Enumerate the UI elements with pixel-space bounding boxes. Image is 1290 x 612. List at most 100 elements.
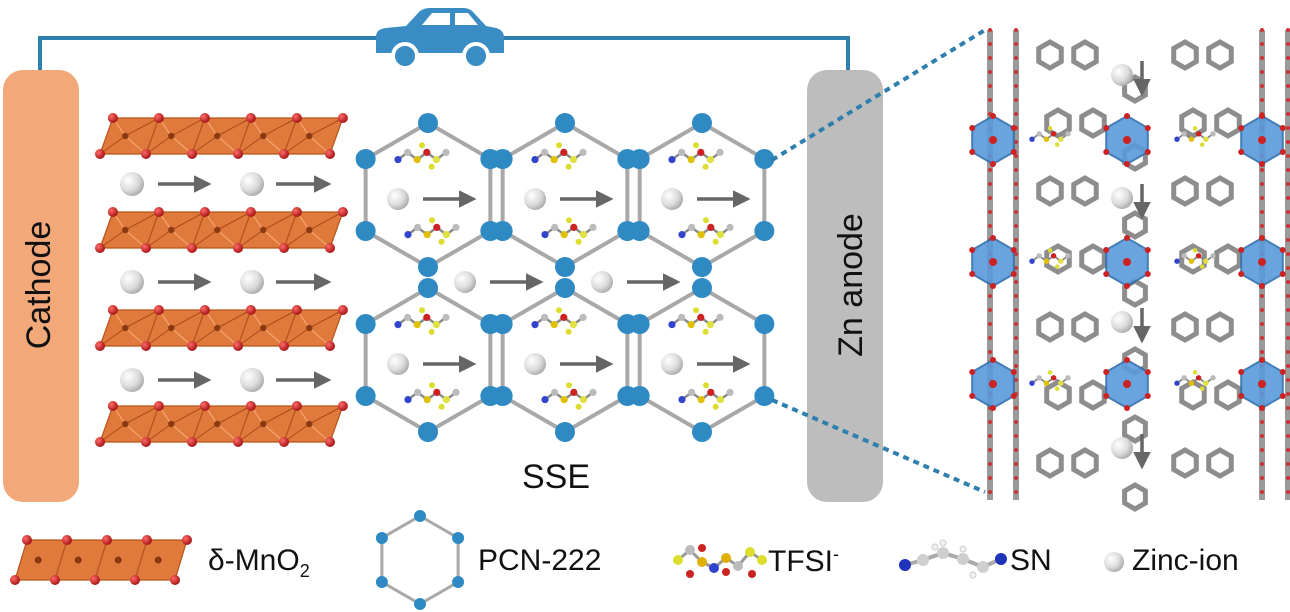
zinc-ion: [1111, 64, 1133, 86]
zr-node: [492, 386, 513, 406]
zinc-ion: [661, 353, 683, 375]
porphyrin-linker: [1079, 243, 1107, 275]
cathode-zinc-ions: [120, 172, 332, 392]
tfsi-molecule-icon: [673, 544, 767, 578]
zinc-ion: [1111, 437, 1133, 459]
porphyrin-linker: [1214, 379, 1242, 411]
pcn-222-pore: [500, 285, 630, 435]
zinc-ion: [524, 353, 546, 375]
zinc-ion: [387, 188, 409, 210]
zr-node: [754, 221, 775, 241]
zoom-line-bottom: [771, 398, 986, 494]
zr-oxo-cluster: [1103, 113, 1151, 167]
porphyrin-linker: [1179, 107, 1207, 139]
zr-node: [692, 278, 712, 298]
legend: [10, 510, 1124, 610]
zinc-ion: [1111, 187, 1133, 209]
pcn-222-pore: [637, 120, 767, 270]
porphyrin-linker: [1036, 175, 1064, 207]
tfsi-sn-molecule: [668, 142, 724, 170]
zinc-ion: [120, 368, 144, 392]
zr-node: [754, 314, 775, 334]
porphyrin-linker: [1179, 243, 1207, 275]
porphyrin-linker: [1122, 414, 1148, 444]
zr-oxo-cluster: [1238, 235, 1286, 289]
zinc-ion: [661, 188, 683, 210]
legend-label-sn: SN: [1010, 544, 1052, 577]
porphyrin-linker: [1171, 311, 1199, 343]
zr-node: [754, 149, 775, 169]
porphyrin-linker: [1036, 311, 1064, 343]
tfsi-sn-molecule: [394, 142, 450, 170]
porphyrin-linker: [1214, 243, 1242, 275]
mno2-octahedra-icon: [10, 535, 192, 585]
tfsi-sn-molecule: [1174, 126, 1216, 147]
pcn-222-framework: [355, 113, 775, 442]
zr-node: [492, 221, 513, 241]
legend-label-zinc-ion: Zinc-ion: [1132, 544, 1239, 577]
zr-oxo-cluster: [969, 357, 1017, 411]
zinc-ion: [524, 188, 546, 210]
pcn-222-pore: [363, 285, 493, 435]
zr-node: [555, 278, 575, 298]
pcn-222-pore: [637, 285, 767, 435]
legend-label-pcn222: PCN-222: [478, 544, 602, 577]
porphyrin-linker: [1079, 379, 1107, 411]
zinc-ion: [387, 353, 409, 375]
zr-oxo-cluster: [1103, 357, 1151, 411]
zr-node: [629, 221, 650, 241]
tfsi-sn-molecule: [1029, 126, 1071, 147]
zinc-ion: [240, 270, 264, 294]
zr-node: [355, 149, 376, 169]
sse-label: SSE: [522, 458, 591, 496]
porphyrin-linker: [1071, 39, 1099, 71]
zinc-ion: [240, 368, 264, 392]
tfsi-sn-molecule: [541, 382, 597, 410]
porphyrin-linker: [1171, 39, 1199, 71]
tfsi-sn-molecule: [1029, 248, 1071, 269]
porphyrin-linker: [1171, 175, 1199, 207]
legend-label-tfsi: TFSI-: [768, 544, 839, 578]
pcn-222-pore: [363, 120, 493, 270]
mno2-layer: [95, 401, 348, 447]
porphyrin-linker: [1171, 447, 1199, 479]
zn-anode-bar: [807, 70, 883, 502]
zr-node: [692, 422, 712, 442]
tfsi-sn-molecule: [531, 307, 587, 335]
porphyrin-linker: [1036, 39, 1064, 71]
porphyrin-linker: [1036, 447, 1064, 479]
porphyrin-linker: [1206, 39, 1234, 71]
porphyrin-linker: [1044, 107, 1072, 139]
pcn-222-pore: [500, 120, 630, 270]
zr-node: [555, 257, 575, 277]
zr-oxo-cluster: [969, 235, 1017, 289]
zr-node: [629, 314, 650, 334]
zr-node: [754, 386, 775, 406]
zr-node: [418, 422, 438, 442]
zr-oxo-cluster: [969, 113, 1017, 167]
tfsi-sn-molecule: [1174, 370, 1216, 391]
zr-node: [692, 113, 712, 133]
anode-label: Zn anode: [832, 213, 870, 357]
tfsi-sn-molecule: [541, 217, 597, 245]
hexagon-framework-icon: [375, 510, 465, 610]
sn-molecule-icon: [899, 539, 1007, 579]
porphyrin-linker: [1071, 311, 1099, 343]
tfsi-sn-molecule: [1029, 370, 1071, 391]
zr-node: [355, 314, 376, 334]
legend-label-mno2: δ-MnO2: [208, 544, 310, 581]
zr-oxo-cluster: [1238, 113, 1286, 167]
zr-node: [555, 422, 575, 442]
zr-node: [418, 113, 438, 133]
zinc-ion: [120, 172, 144, 196]
zr-node: [355, 221, 376, 241]
mno2-layers: [95, 113, 348, 447]
zr-oxo-cluster: [1238, 357, 1286, 411]
cathode-current-collector: [3, 70, 79, 502]
zoom-line-top: [770, 28, 987, 162]
zr-node: [418, 278, 438, 298]
car-icon: [376, 8, 504, 70]
porphyrin-linker: [1206, 175, 1234, 207]
tfsi-sn-molecule: [678, 382, 734, 410]
